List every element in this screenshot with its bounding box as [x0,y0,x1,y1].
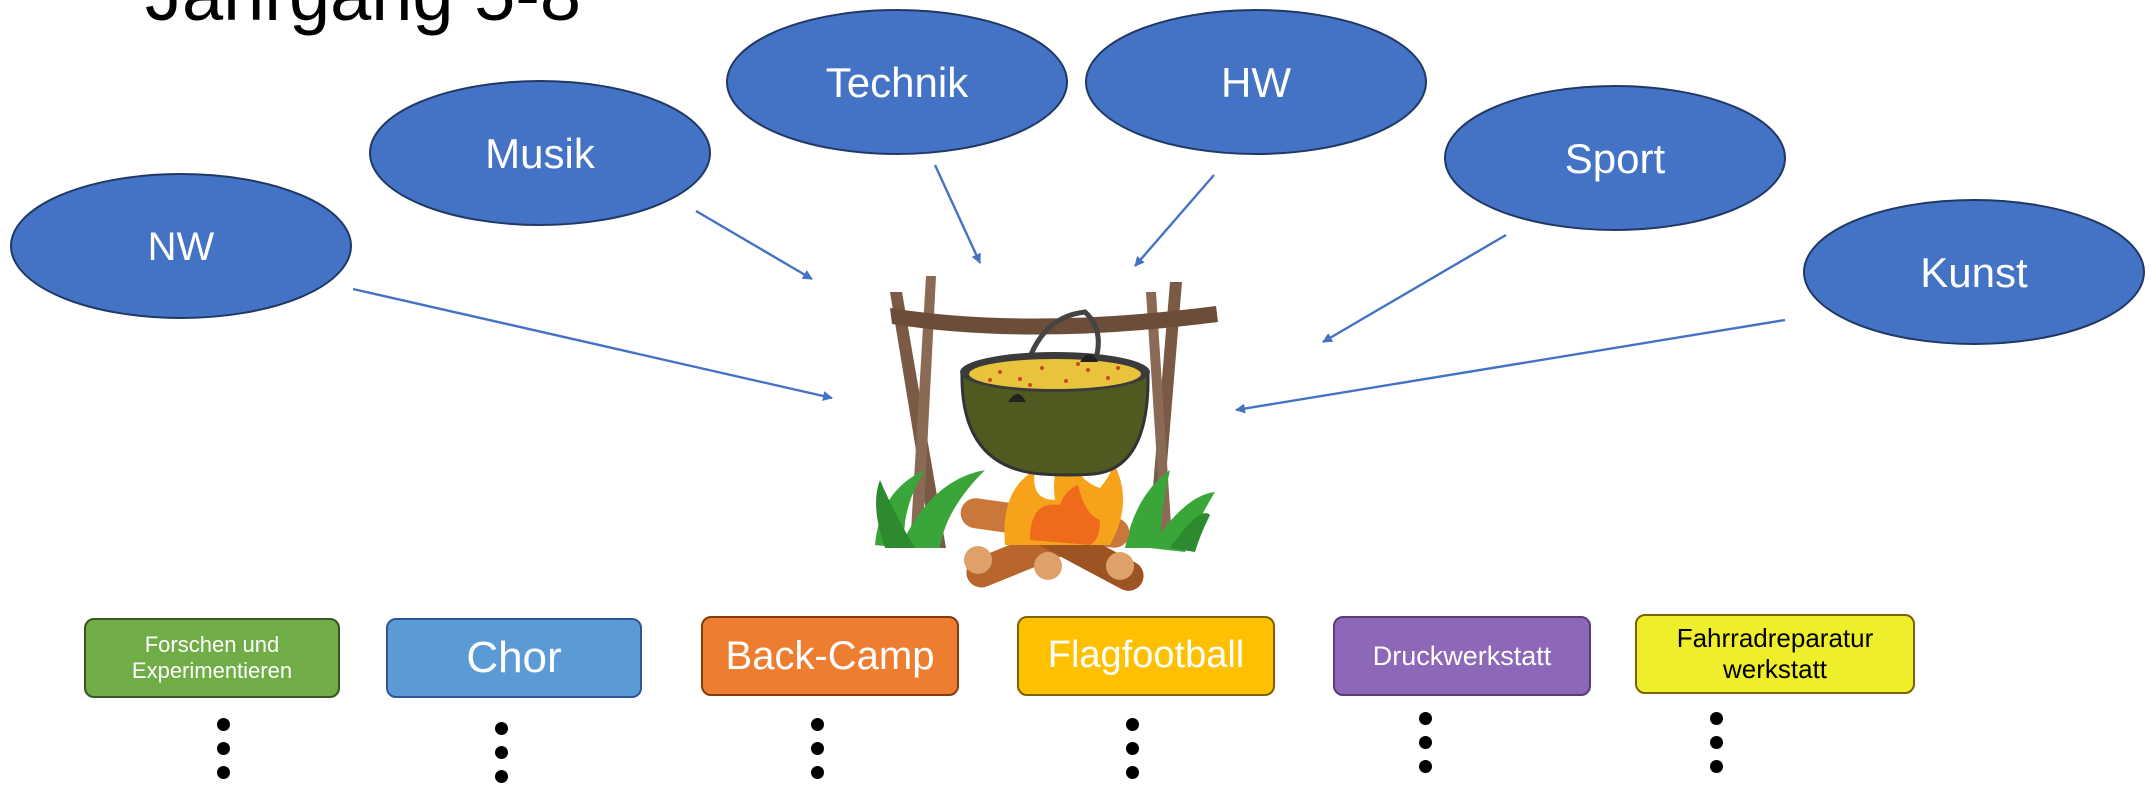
ellipsis-icon [1126,718,1140,790]
stick-right [1148,282,1182,548]
pot-body [960,370,1150,477]
arrows [352,164,1786,414]
ellipsis-icon [811,718,825,790]
subject-nw: NW [10,173,352,319]
soup [969,359,1141,389]
subject-sport: Sport [1444,85,1786,231]
ellipsis-icon [1710,712,1724,784]
subject-hw: HW [1085,9,1427,155]
soup-specks [988,362,1120,387]
arrow-technik [933,164,982,264]
workshop-forschen: Forschen und Experimentieren [84,618,340,698]
lug-right [1080,354,1098,362]
subject-sport-label: Sport [1565,135,1666,182]
workshop-fahrradreparatur: Fahrradreparatur werkstatt [1635,614,1915,694]
subject-kunst: Kunst [1803,199,2145,345]
grass-right [1125,470,1215,552]
workshop-back-camp-label: Back-Camp [725,634,935,678]
subject-musik: Musik [369,80,711,226]
arrow-nw [352,287,833,401]
workshop-flagfootball: Flagfootball [1017,616,1275,696]
workshop-druckwerkstatt: Druckwerkstatt [1333,616,1591,696]
workshop-druckwerkstatt-label: Druckwerkstatt [1372,640,1552,671]
campfire-pot-illustration [875,276,1218,591]
workshop-flagfootball-label: Flagfootball [1047,634,1245,677]
grass-left [875,470,985,548]
subject-hw-label: HW [1221,59,1291,106]
workshop-chor-label: Chor [466,632,562,682]
ellipsis-icon [217,718,231,790]
workshop-forschen-label: Forschen und Experimentieren [131,631,293,683]
crossbar [890,306,1218,335]
arrow-musik [695,209,813,281]
arrow-hw [1134,174,1215,267]
arrow-kunst [1235,318,1786,414]
ellipsis-icon [495,722,509,794]
subject-musik-label: Musik [485,130,596,177]
subject-technik-label: Technik [826,59,969,106]
subject-nw-label: NW [148,225,215,269]
page-title: Jahrgang 5-8 [145,0,581,32]
subject-kunst-label: Kunst [1920,249,2028,296]
subject-technik: Technik [726,9,1068,155]
ellipsis-icon [1419,712,1433,784]
lug-left [1008,394,1026,402]
arrow-sport [1322,233,1507,344]
workshop-chor: Chor [386,618,642,698]
workshop-fahrradreparatur-label: Fahrradreparatur werkstatt [1676,622,1874,684]
workshop-back-camp: Back-Camp [701,616,959,696]
